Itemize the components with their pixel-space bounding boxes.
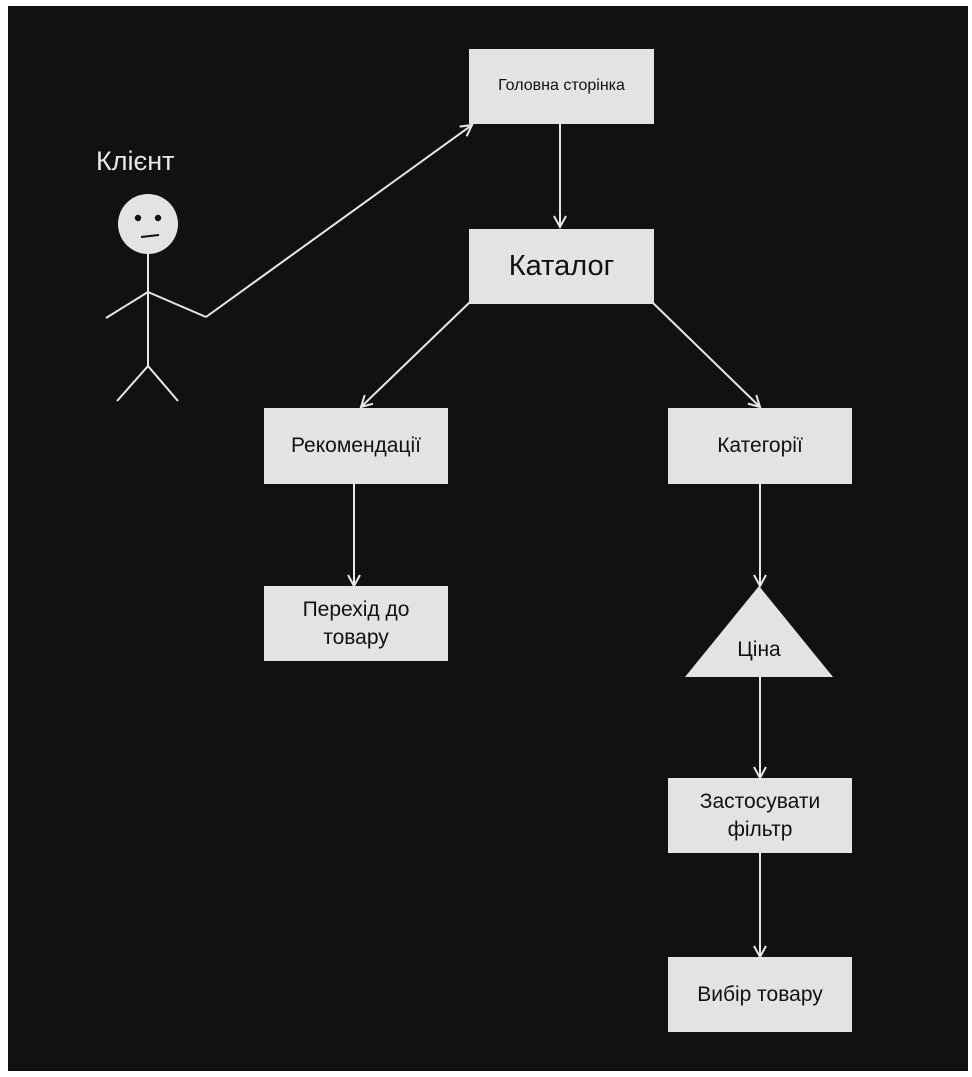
connectors-layer xyxy=(105,6,833,1071)
price-triangle xyxy=(685,586,833,677)
arrow-catalog-to-recommendations xyxy=(361,301,471,407)
actor-arm-right xyxy=(147,291,207,318)
actor-head xyxy=(118,194,178,254)
actor-leg-left xyxy=(116,365,149,402)
actor-mouth xyxy=(140,234,160,238)
actor-figure xyxy=(105,194,207,402)
diagram-canvas: Клієнт Головна сторінка Каталог Рекоменд… xyxy=(8,6,968,1071)
node-categories: Категорії xyxy=(668,408,852,484)
arrow-actor-to-home xyxy=(205,125,472,318)
node-choose-product: Вибір товару xyxy=(668,957,852,1032)
node-go-to-product: Перехід до товару xyxy=(264,586,448,661)
actor-eye-left xyxy=(134,214,142,222)
node-home: Головна сторінка xyxy=(469,49,654,124)
actor-label: Клієнт xyxy=(96,146,175,176)
actor-leg-right xyxy=(147,365,179,402)
actor-arm-left xyxy=(105,291,149,319)
node-price-label: Ціна xyxy=(737,638,781,661)
node-catalog: Каталог xyxy=(469,229,654,304)
node-apply-filter: Застосувати фільтр xyxy=(668,778,852,853)
actor-eye-right xyxy=(154,214,162,222)
arrow-catalog-to-categories xyxy=(651,301,760,407)
node-recommendations: Рекомендації xyxy=(264,408,448,484)
